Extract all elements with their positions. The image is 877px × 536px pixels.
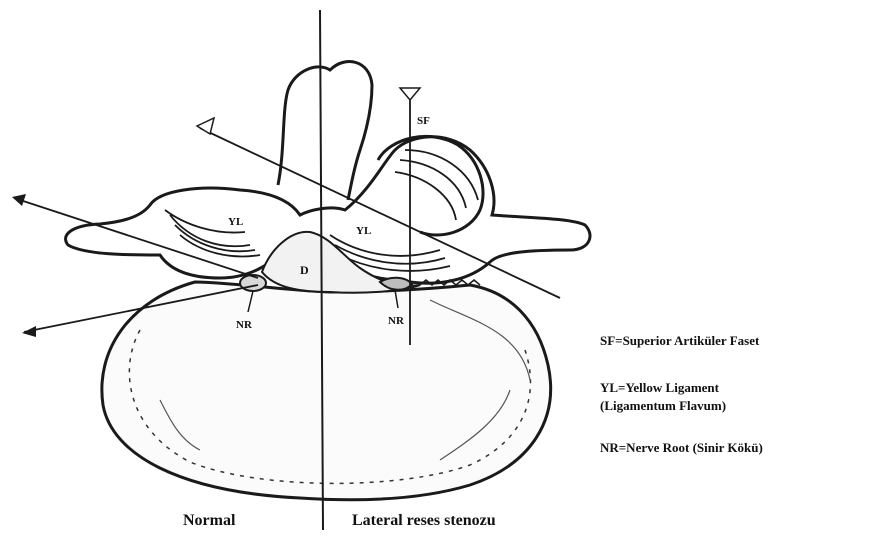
legend-sf: SF=Superior Artiküler Faset [600, 333, 759, 349]
spinous-process [278, 62, 372, 200]
legend-yl-line2: (Ligamentum Flavum) [600, 398, 726, 414]
caption-lateral-recess-stenosis: Lateral reses stenozu [352, 512, 496, 530]
legend-yl-line1: YL=Yellow Ligament [600, 380, 719, 396]
label-yl-left: YL [228, 216, 243, 228]
caption-normal: Normal [183, 512, 235, 530]
label-sf: SF [417, 115, 430, 127]
label-yl-right: YL [356, 225, 371, 237]
open-arrowhead [197, 118, 214, 134]
legend-nr: NR=Nerve Root (Sinir Kökü) [600, 440, 763, 456]
label-nr-left: NR [236, 319, 253, 331]
label-d: D [300, 263, 309, 277]
left-upper-arrowhead [12, 194, 26, 206]
vertical-arrowhead [400, 88, 420, 100]
label-nr-right: NR [388, 315, 405, 327]
vertebral-body [102, 282, 551, 500]
